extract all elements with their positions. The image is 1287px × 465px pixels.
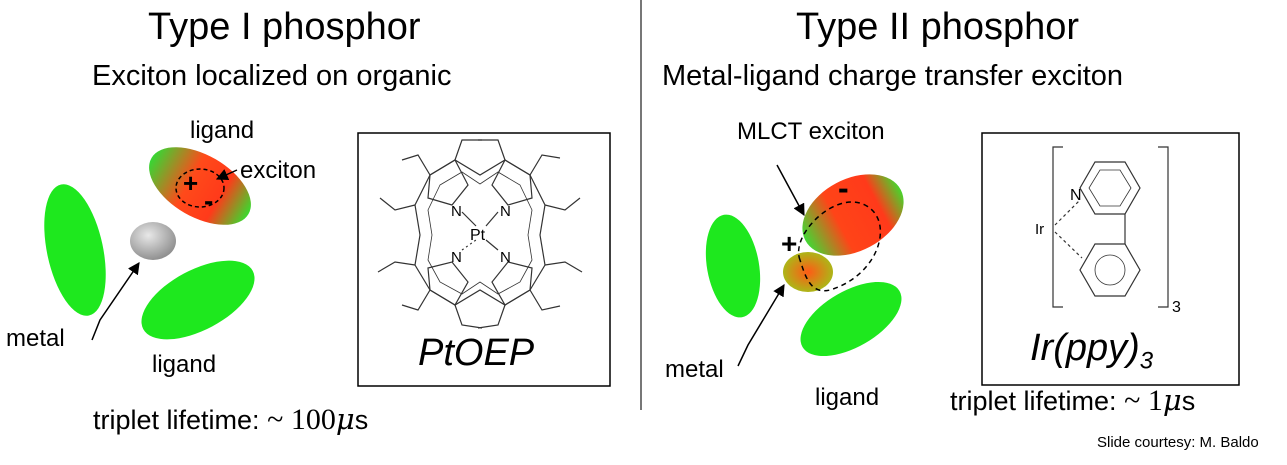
slide-courtesy: Slide courtesy: M. Baldo <box>1097 434 1259 451</box>
right-lifetime-value: 1 <box>1147 384 1163 417</box>
left-lifetime-mu: μ <box>335 402 355 436</box>
right-lifetime: triplet lifetime: ~ 1μs <box>950 383 1195 418</box>
right-metal-sphere <box>783 252 833 292</box>
irppy-name-main: Ir(ppy) <box>1030 327 1140 369</box>
left-minus-sign: - <box>204 185 214 216</box>
irppy-structure <box>1052 146 1169 308</box>
ptoep-name: PtOEP <box>418 332 535 374</box>
irppy-bracket-sub: 3 <box>1172 299 1181 316</box>
right-ligand-bottom <box>800 281 902 357</box>
left-exciton-arrow <box>215 169 238 181</box>
irppy-ir-atom: Ir <box>1035 221 1044 238</box>
irppy-box <box>981 132 1240 386</box>
left-lifetime-value: 100 <box>290 403 336 436</box>
right-mlct-arrow <box>776 164 805 217</box>
right-plus-sign: + <box>781 228 798 259</box>
left-metal-label: metal <box>6 325 65 352</box>
right-mlct-label: MLCT exciton <box>737 118 885 145</box>
ptoep-box <box>357 132 611 387</box>
left-ligand-top-label: ligand <box>190 117 255 144</box>
left-lifetime: triplet lifetime: ~ 100μs <box>93 402 368 437</box>
ptoep-pt-atom: Pt <box>470 227 486 244</box>
left-exciton-label: exciton <box>240 157 317 184</box>
left-lifetime-unit: s <box>354 405 369 435</box>
left-exciton-ring <box>175 168 225 208</box>
irppy-n-atom: N <box>1070 187 1082 204</box>
ptoep-structure <box>377 139 583 329</box>
left-lifetime-prefix: triplet lifetime: <box>93 405 260 435</box>
left-plus-sign: + <box>183 168 199 198</box>
right-lifetime-mu: μ <box>1162 383 1182 417</box>
ptoep-n-atom-br: N <box>500 249 511 266</box>
panel-divider <box>640 0 642 410</box>
irppy-name-sub: 3 <box>1139 347 1154 375</box>
right-minus-sign: - <box>838 170 849 206</box>
right-ligand-label: ligand <box>815 384 880 411</box>
left-metal-sphere <box>130 222 176 260</box>
right-ligand-left <box>705 214 761 318</box>
ptoep-n-atom-tr: N <box>500 203 511 220</box>
left-ligand-left <box>44 184 106 316</box>
right-subtitle: Metal-ligand charge transfer exciton <box>662 60 1124 92</box>
right-metal-label: metal <box>665 356 724 383</box>
right-title: Type II phosphor <box>796 6 1080 48</box>
left-ligand-bottom <box>141 260 255 340</box>
left-subtitle: Exciton localized on organic <box>92 60 452 92</box>
right-lifetime-prefix: triplet lifetime: <box>950 386 1117 416</box>
right-exciton-ligand <box>802 174 904 256</box>
irppy-name: Ir(ppy)3 <box>1030 327 1153 376</box>
left-ligand-bottom-label: ligand <box>152 351 217 378</box>
right-lifetime-unit: s <box>1181 386 1196 416</box>
left-lifetime-tilde: ~ <box>267 403 284 436</box>
ptoep-n-atom-bl: N <box>451 249 462 266</box>
right-metal-arrow <box>737 283 785 367</box>
left-title: Type I phosphor <box>148 6 421 48</box>
left-metal-arrow <box>91 262 140 341</box>
left-exciton-ligand <box>149 147 251 225</box>
right-lifetime-tilde: ~ <box>1124 384 1141 417</box>
ptoep-n-atom-tl: N <box>451 203 462 220</box>
